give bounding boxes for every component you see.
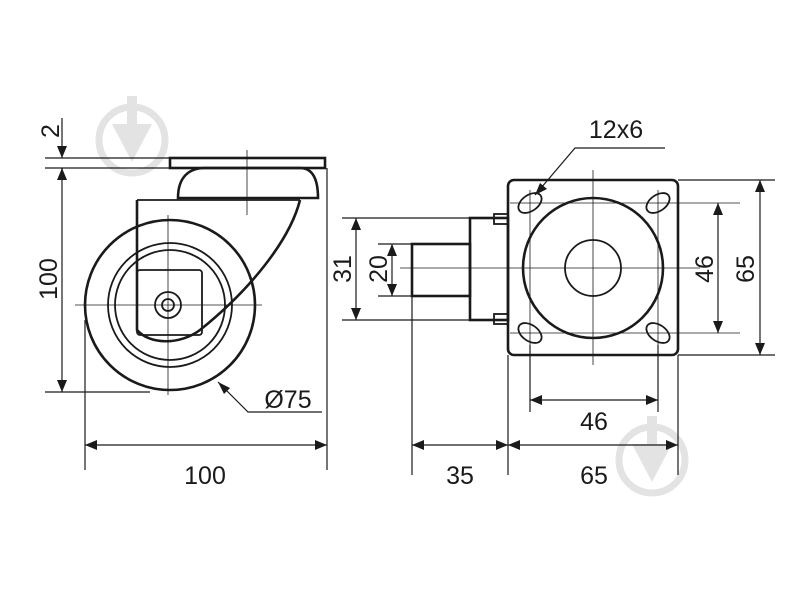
label-wheel-diameter: Ø75: [264, 386, 311, 414]
swivel-housing: [176, 166, 320, 200]
stem-shaft: [410, 242, 472, 298]
watermark-logo-top: [95, 96, 169, 177]
label-bolt-holes: 12x6: [589, 116, 643, 144]
label-hole-spacing-horizontal: 46: [580, 408, 608, 436]
stem-tab-top: [493, 213, 509, 225]
bolt-slot-bl: [517, 322, 543, 344]
fork: [135, 199, 302, 343]
top-view: [342, 147, 775, 475]
axle-bracket: [136, 269, 203, 336]
label-plate-width: 65: [580, 462, 608, 490]
watermark-logo-bottom: [615, 416, 689, 497]
label-plate-height: 65: [732, 255, 760, 283]
label-overall-width: 100: [184, 462, 226, 490]
label-hole-spacing-vertical: 46: [691, 255, 719, 283]
stem-block: [468, 216, 510, 322]
label-overall-height: 100: [35, 258, 63, 300]
label-offset-width: 35: [446, 462, 474, 490]
stem-tab-bottom: [493, 313, 509, 325]
bolt-slot-br: [645, 322, 671, 344]
label-stem-height: 20: [365, 255, 393, 283]
label-outer-height: 31: [329, 255, 357, 283]
bolt-slot-tr: [645, 192, 671, 214]
mounting-plate: [168, 156, 327, 170]
bolt-slot-tl: [517, 192, 543, 214]
side-view: [45, 118, 328, 470]
label-plate-thickness: 2: [37, 124, 65, 138]
